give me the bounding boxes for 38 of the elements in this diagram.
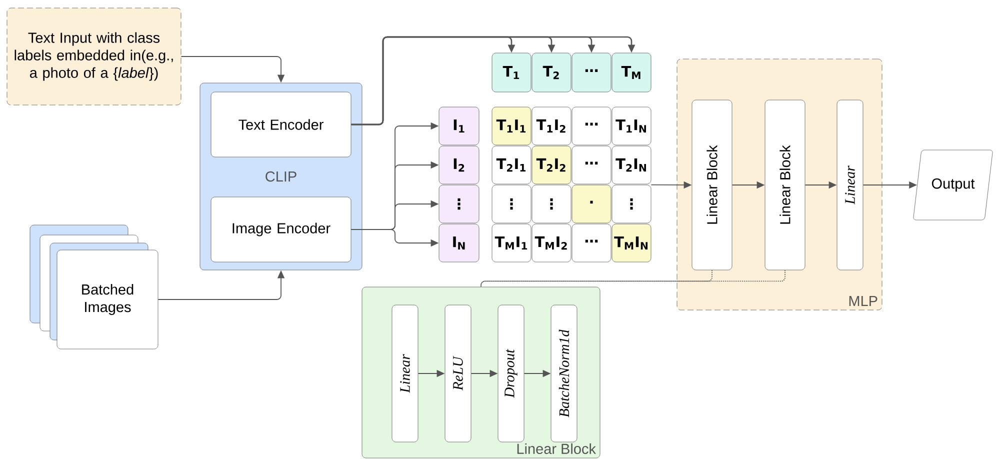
text-token-box: ⋯	[572, 52, 612, 92]
matrix-cell: T$_{M}$I$_{N}$	[612, 224, 652, 262]
text-token-box: T$_{2}$	[532, 52, 572, 92]
encoder-box: Text Encoder	[210, 92, 352, 158]
matrix-cell: ⋯	[572, 224, 612, 262]
matrix-cell: T$_{2}$I$_{2}$	[532, 146, 572, 184]
image-card: Batched Images	[56, 250, 158, 350]
layer-box: Linear	[836, 100, 864, 270]
text-token-box: T$_{M}$	[612, 52, 652, 92]
text-token-box: T$_{1}$	[492, 52, 532, 92]
block-box: Linear Block	[764, 100, 806, 270]
layer-box: BatcheNorm1d	[550, 304, 578, 442]
image-token-box: I$_{N}$	[438, 224, 480, 262]
matrix-cell: ⋮	[492, 184, 532, 224]
block-box: Linear Block	[692, 100, 732, 270]
matrix-cell: T$_{1}$I$_{N}$	[612, 106, 652, 146]
input-box: Text Input with class labels embedded in(e.g., a photo of a {label})	[6, 8, 182, 106]
matrix-cell: ·	[572, 184, 612, 224]
matrix-cell: T$_{M}$I$_{2}$	[532, 224, 572, 262]
matrix-cell: ⋯	[572, 106, 612, 146]
matrix-cell: T$_{1}$I$_{2}$	[532, 106, 572, 146]
dotted-connector	[480, 270, 786, 288]
layer-box: Dropout	[498, 304, 524, 442]
matrix-cell: ⋮	[532, 184, 572, 224]
matrix-cell: T$_{2}$I$_{1}$	[492, 146, 532, 184]
image-token-box: I$_{2}$	[438, 146, 480, 184]
output-parallelogram: Output	[913, 150, 993, 220]
matrix-cell: T$_{M}$I$_{1}$	[492, 224, 532, 262]
image-token-box: ⋮	[438, 184, 480, 224]
matrix-cell: ⋮	[612, 184, 652, 224]
image-token-box: I$_{1}$	[438, 106, 480, 146]
matrix-cell: T$_{2}$I$_{N}$	[612, 146, 652, 184]
matrix-cell: ⋯	[572, 146, 612, 184]
layer-box: Linear	[392, 304, 418, 442]
dotted-connector	[480, 270, 712, 288]
matrix-cell: T$_{1}$I$_{1}$	[492, 106, 532, 146]
encoder-box: Image Encoder	[210, 196, 352, 262]
layer-box: ReLU	[444, 304, 472, 442]
